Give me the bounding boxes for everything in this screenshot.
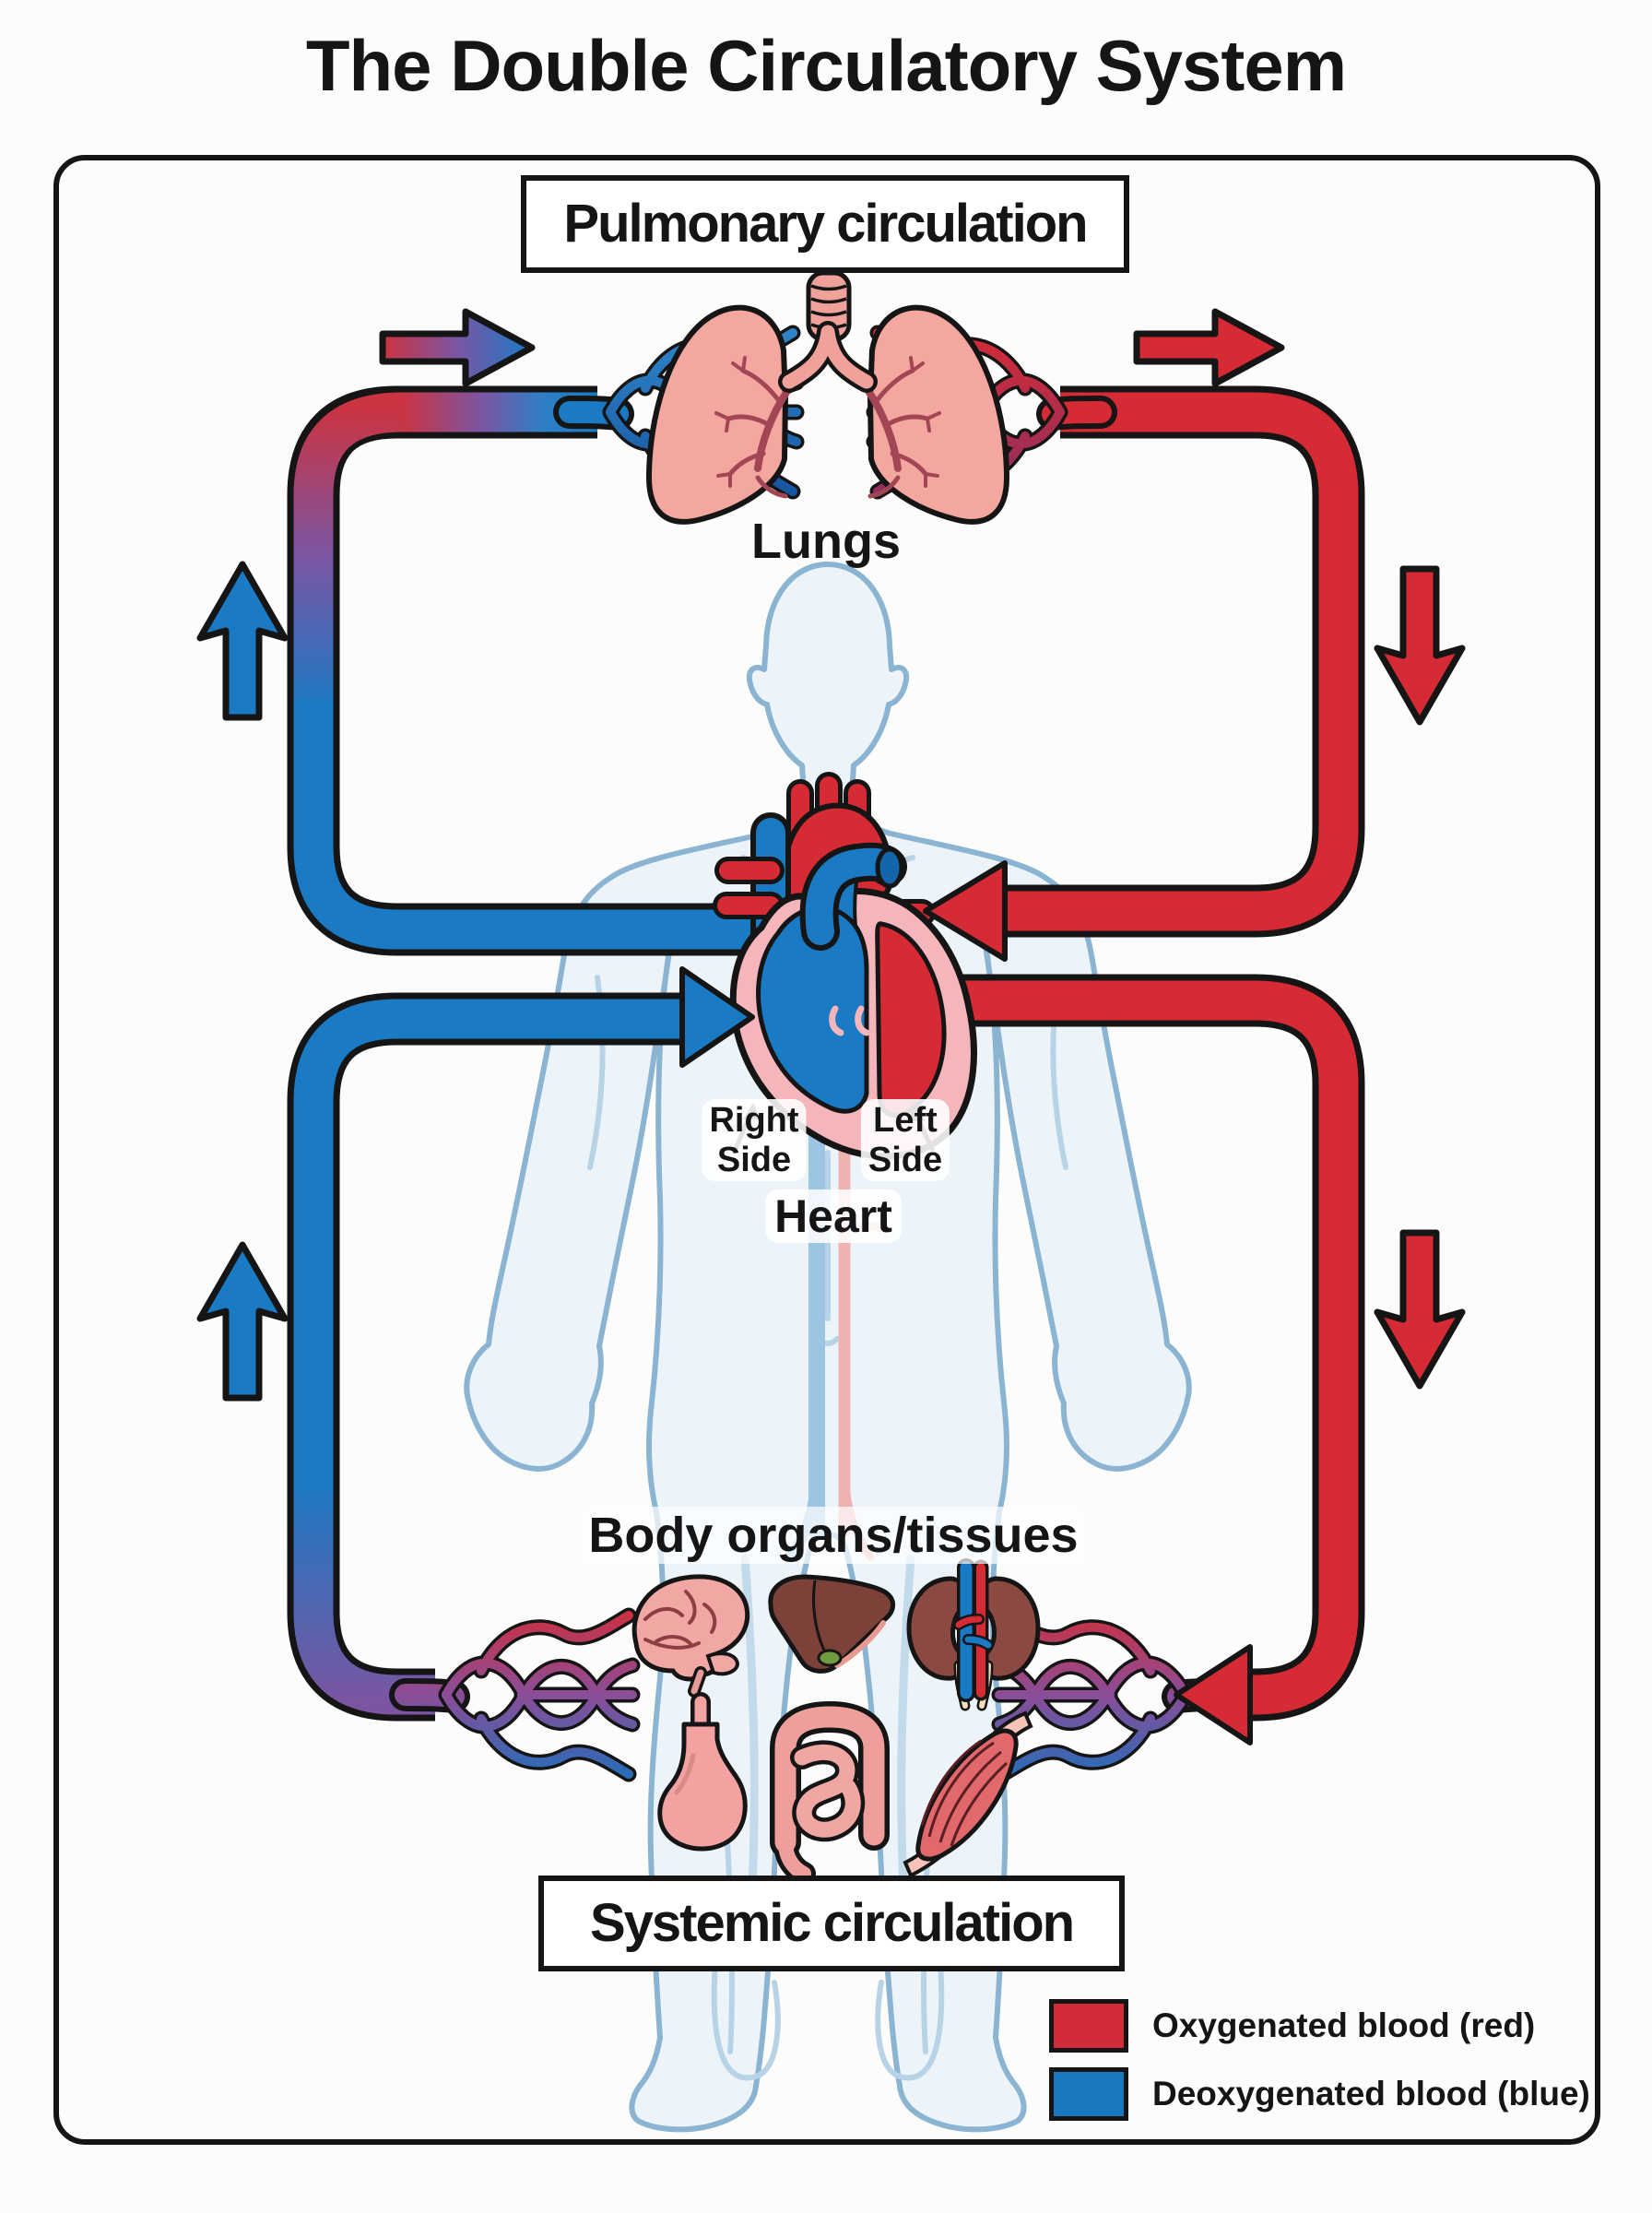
- organs-cluster: [631, 1558, 1041, 1886]
- body-organs-label: Body organs/tissues: [581, 1507, 1086, 1564]
- body-capillaries-left: [406, 1615, 632, 1774]
- pulmonary-outflow-arrow-icon: [1133, 308, 1285, 387]
- systemic-up-arrow-icon: [196, 1241, 289, 1402]
- stomach-icon: [657, 1692, 748, 1852]
- intestines-icon: [770, 1700, 890, 1886]
- bronchi: [778, 321, 878, 393]
- pulmonary-down-arrow-icon: [1374, 565, 1466, 726]
- legend: Oxygenated blood (red) Deoxygenated bloo…: [1049, 1999, 1590, 2136]
- heart-flow-arrowheads: [679, 860, 1253, 1746]
- heart-label: Heart: [765, 1189, 902, 1243]
- oxygenated-return-arrowhead-icon: [923, 860, 1008, 962]
- deoxygenated-return-arrowhead-icon: [679, 966, 755, 1068]
- flow-arrows: [196, 308, 1466, 1402]
- oxygenated-swatch: [1049, 1999, 1128, 2053]
- deoxygenated-swatch: [1049, 2067, 1128, 2121]
- pulmonary-right-pipe-outline: [1001, 385, 1365, 938]
- page-title: The Double Circulatory System: [305, 25, 1347, 106]
- pulmonary-circulation-box: Pulmonary circulation: [521, 175, 1129, 273]
- left-side-label: Left Side: [860, 1099, 950, 1182]
- circulation-pipes: [287, 385, 1365, 1722]
- pulmonary-inflow-arrow-icon: [379, 308, 536, 387]
- brain-icon: [631, 1574, 750, 1698]
- systemic-delivery-arrowhead-icon: [1174, 1644, 1253, 1746]
- diagram-frame: [53, 155, 1600, 2145]
- pulmonary-vein-stubs: [713, 857, 936, 960]
- systemic-down-arrow-icon: [1374, 1229, 1466, 1390]
- legend-row-deoxygenated: Deoxygenated blood (blue): [1049, 2067, 1590, 2121]
- muscle-icon: [903, 1710, 1033, 1878]
- deoxygenated-label: Deoxygenated blood (blue): [1152, 2075, 1590, 2112]
- right-side-label: Right Side: [702, 1099, 807, 1182]
- lungs-label: Lungs: [751, 514, 901, 569]
- lungs-illustration: [649, 270, 1007, 522]
- pulmonary-up-arrow-icon: [196, 561, 289, 721]
- liver-icon: [768, 1574, 895, 1674]
- oxygenated-label: Oxygenated blood (red): [1152, 2006, 1536, 2044]
- legend-row-oxygenated: Oxygenated blood (red): [1049, 1999, 1590, 2053]
- kidneys-icon: [906, 1558, 1041, 1711]
- systemic-circulation-box: Systemic circulation: [538, 1876, 1125, 1971]
